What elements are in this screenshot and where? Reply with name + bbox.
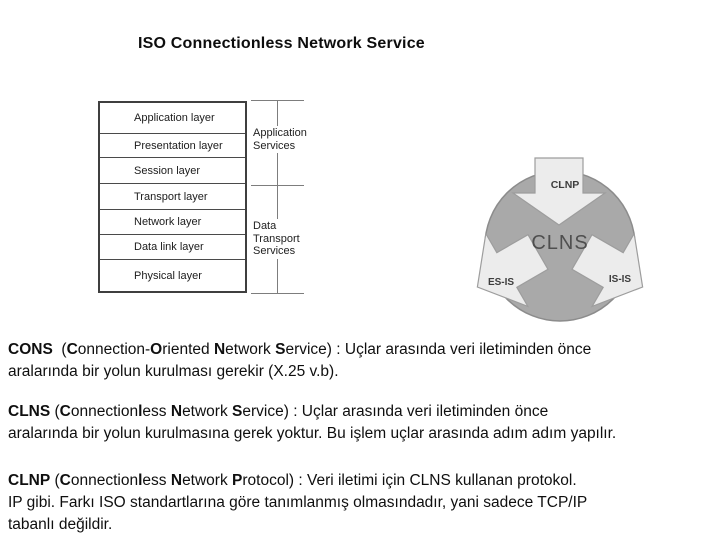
paragraph-clnp-line1: CLNP (Connectionless Network Protocol) :…	[8, 472, 577, 489]
paragraph-cons-line2: aralarında bir yolun kurulması gerekir (…	[8, 363, 339, 380]
es-is-arrow-label: ES-IS	[488, 277, 514, 288]
slide-title: ISO Connectionless Network Service	[138, 35, 425, 52]
osi-row-network: Network layer	[100, 210, 245, 235]
osi-row-presentation: Presentation layer	[100, 134, 245, 158]
osi-row-label: Application layer	[134, 112, 215, 124]
osi-row-transport: Transport layer	[100, 184, 245, 210]
data-transport-services-line1: Data	[253, 220, 277, 232]
data-transport-services-label: Data Transport Services	[250, 219, 303, 259]
data-transport-services-line3: Services	[253, 245, 296, 257]
osi-row-label: Data link layer	[134, 241, 204, 253]
paragraph-cons: CONS (Connection-Oriented Network Servic…	[8, 339, 716, 383]
bracket-tick-bottom	[251, 293, 304, 294]
osi-row-label: Network layer	[134, 216, 202, 228]
bracket-tick-middle	[251, 185, 304, 186]
osi-row-datalink: Data link layer	[100, 235, 245, 260]
osi-row-application: Application layer	[100, 103, 245, 134]
application-services-line2: Services	[253, 139, 296, 152]
paragraph-clnp: CLNP (Connectionless Network Protocol) :…	[8, 470, 716, 536]
is-is-arrow-icon	[571, 231, 644, 308]
osi-row-session: Session layer	[100, 158, 245, 184]
paragraph-clns: CLNS (Connectionless Network Service) : …	[8, 401, 716, 445]
paragraph-clnp-line3: tabanlı değildir.	[8, 516, 113, 533]
osi-layer-table: Application layer Presentation layer Ses…	[98, 101, 247, 293]
clns-diagram: CLNP ES-IS IS-IS CLNS	[476, 157, 644, 322]
osi-row-physical: Physical layer	[100, 260, 245, 291]
bracket-tick-top	[251, 100, 304, 101]
paragraph-clnp-line2: IP gibi. Farkı ISO standartlarına göre t…	[8, 494, 588, 511]
application-services-line1: Application	[253, 127, 307, 139]
osi-row-label: Session layer	[134, 164, 201, 177]
paragraph-clns-line2: aralarında bir yolun kurulmasına gerek y…	[8, 425, 617, 442]
data-transport-services-line2: Transport	[253, 232, 300, 245]
is-is-arrow-label: IS-IS	[609, 274, 632, 285]
clns-center-label: CLNS	[531, 232, 588, 254]
services-bracket-line	[277, 100, 278, 294]
osi-row-label: Physical layer	[134, 269, 202, 282]
es-is-arrow-icon	[476, 231, 549, 308]
osi-row-label: Transport layer	[134, 190, 208, 203]
application-services-label: Application Services	[250, 126, 310, 153]
clnp-arrow-label: CLNP	[551, 179, 580, 191]
osi-row-label: Presentation layer	[134, 139, 223, 152]
clnp-arrow-icon	[511, 157, 607, 226]
paragraph-cons-line1: CONS (Connection-Oriented Network Servic…	[8, 341, 592, 358]
paragraph-clns-line1: CLNS (Connectionless Network Service) : …	[8, 403, 549, 420]
